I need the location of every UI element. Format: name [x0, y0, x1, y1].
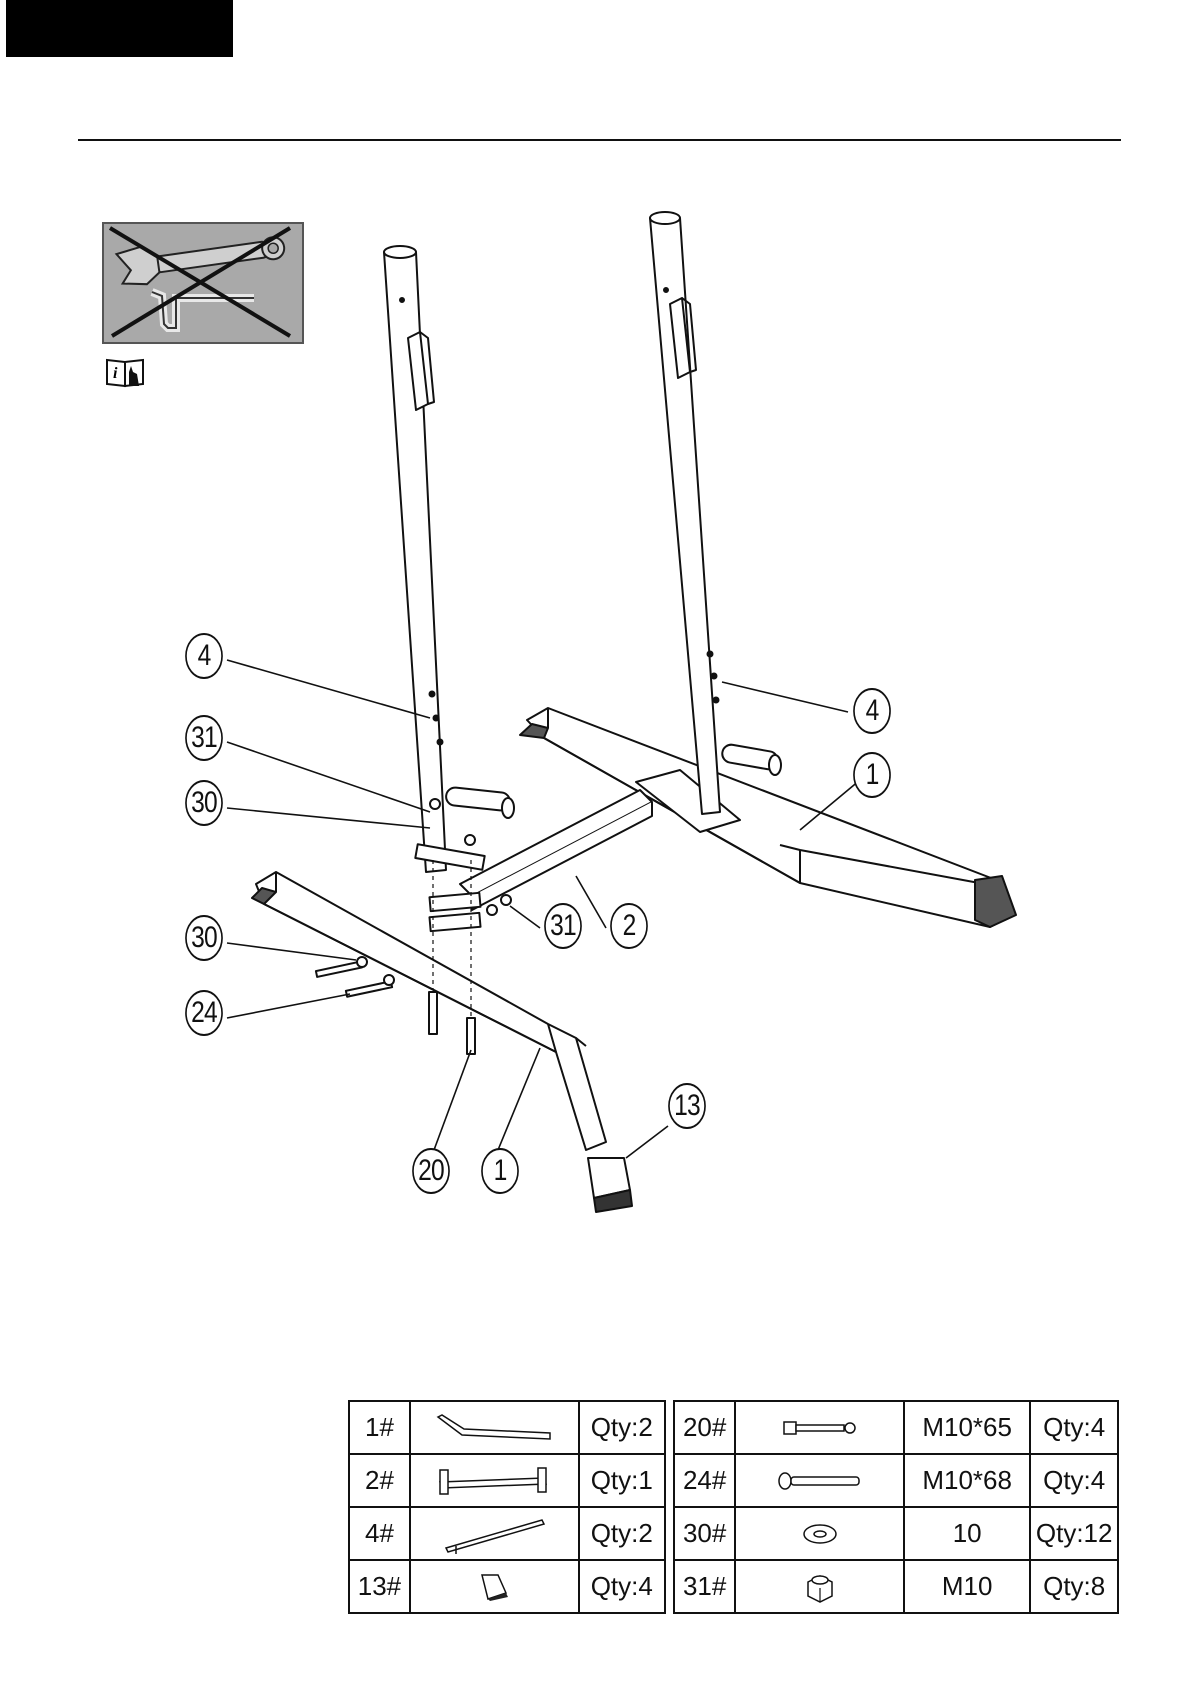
- table-row: 30# 10 Qty:12: [674, 1507, 1118, 1560]
- table-row: 4# Qty:2: [349, 1507, 665, 1560]
- callout-part-31-left: 31: [185, 715, 223, 761]
- table-row: 1# Qty:2: [349, 1401, 665, 1454]
- callout-part-4-right: 4: [853, 688, 891, 734]
- table-row: 20# M10*65 Qty:4: [674, 1401, 1118, 1454]
- upright-post-icon: [434, 1514, 554, 1554]
- callout-part-20: 20: [412, 1148, 450, 1194]
- right-upright: [650, 212, 781, 814]
- part-qty: Qty:12: [1030, 1507, 1118, 1560]
- table-row: 13# Qty:4: [349, 1560, 665, 1613]
- header-rule: [78, 139, 1121, 141]
- parts-table-hardware: 20# M10*65 Qty:4 24# M10*68 Qty:4 30#: [673, 1400, 1119, 1614]
- table-row: 2# Qty:1: [349, 1454, 665, 1507]
- washer-icon: [800, 1522, 840, 1546]
- callout-part-30-upper: 30: [185, 780, 223, 826]
- base-frame-icon: [434, 1413, 554, 1443]
- callout-part-24: 24: [185, 990, 223, 1036]
- part-id: 4#: [349, 1507, 410, 1560]
- part-qty: Qty:4: [1030, 1401, 1118, 1454]
- part-id: 20#: [674, 1401, 735, 1454]
- part-id: 30#: [674, 1507, 735, 1560]
- table-row: 31# M10 Qty:8: [674, 1560, 1118, 1613]
- callout-part-13: 13: [668, 1083, 706, 1129]
- part-id: 1#: [349, 1401, 410, 1454]
- foot-cap: [588, 1158, 632, 1212]
- callout-part-30-lower: 30: [185, 915, 223, 961]
- callout-part-1-rear: 1: [853, 752, 891, 798]
- step-number-tab: [6, 0, 233, 57]
- left-upright: [384, 246, 514, 872]
- callout-part-1-front: 1: [481, 1148, 519, 1194]
- part-qty: Qty:2: [579, 1401, 665, 1454]
- callout-part-2: 2: [610, 903, 648, 949]
- callout-part-4-left: 4: [185, 633, 223, 679]
- table-row: 24# M10*68 Qty:4: [674, 1454, 1118, 1507]
- part-id: 24#: [674, 1454, 735, 1507]
- part-qty: Qty:1: [579, 1454, 665, 1507]
- part-id: 2#: [349, 1454, 410, 1507]
- long-bolt-icon: [775, 1471, 865, 1491]
- part-qty: Qty:8: [1030, 1560, 1118, 1613]
- assembly-diagram: [0, 150, 1191, 1250]
- parts-table-frames: 1# Qty:2 2# Qty:1 4# Qty:2 13#: [348, 1400, 666, 1614]
- part-qty: Qty:4: [1030, 1454, 1118, 1507]
- nut-icon: [800, 1570, 840, 1604]
- crossbar-icon: [434, 1464, 554, 1498]
- part-spec: 10: [904, 1507, 1030, 1560]
- callout-part-31-right: 31: [544, 903, 582, 949]
- part-qty: Qty:4: [579, 1560, 665, 1613]
- part-spec: M10*68: [904, 1454, 1030, 1507]
- short-bolt-icon: [780, 1418, 860, 1438]
- part-spec: M10: [904, 1560, 1030, 1613]
- part-id: 31#: [674, 1560, 735, 1613]
- part-id: 13#: [349, 1560, 410, 1613]
- part-spec: M10*65: [904, 1401, 1030, 1454]
- foot-cap-icon: [474, 1571, 514, 1603]
- part-qty: Qty:2: [579, 1507, 665, 1560]
